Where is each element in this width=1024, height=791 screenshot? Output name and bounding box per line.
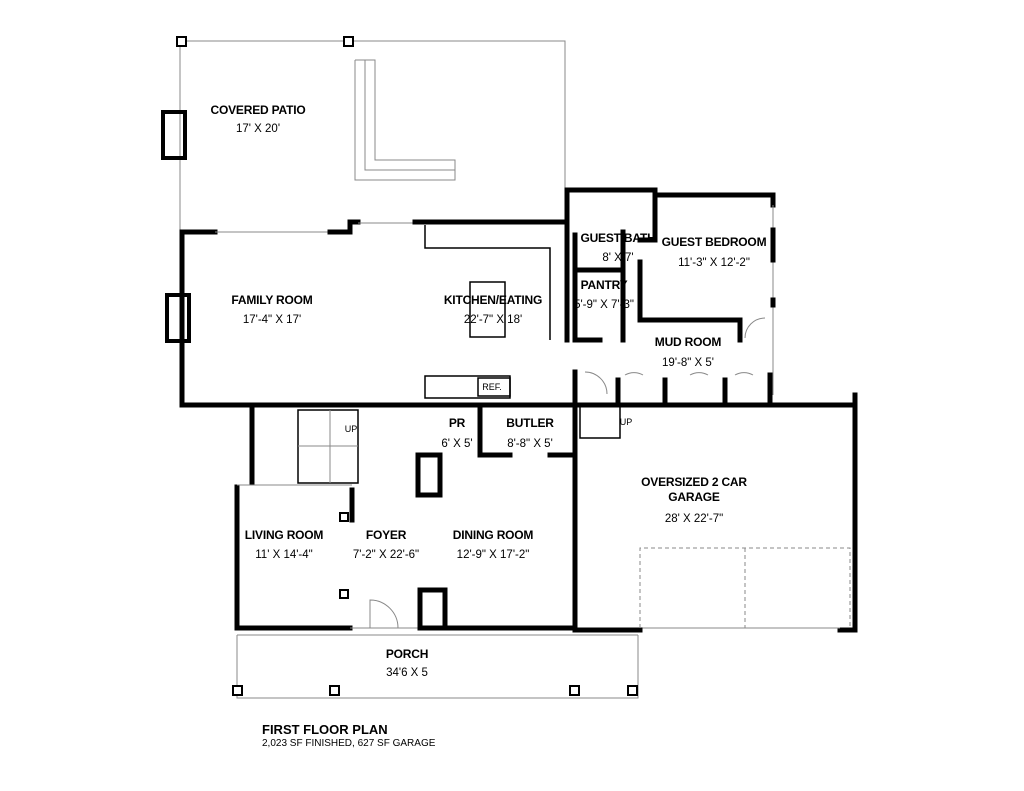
garage-name-line2: GARAGE bbox=[668, 490, 720, 504]
foyer-dim: 7'-2" X 22'-6" bbox=[352, 549, 420, 561]
mud-room-dim: 19'-8" X 5' bbox=[662, 357, 714, 369]
kitchen-name: KITCHEN/EATING bbox=[443, 293, 543, 307]
pr-dim: 6' X 5' bbox=[441, 438, 473, 450]
pantry-dim: 5'-9" X 7'-3" bbox=[574, 299, 634, 311]
fireplace-patio bbox=[161, 110, 187, 160]
porch-dim: 34'6 X 5 bbox=[386, 667, 428, 679]
family-room-name: FAMILY ROOM bbox=[231, 293, 313, 307]
garage-stair-up-label: UP bbox=[619, 417, 633, 427]
mud-room-name: MUD ROOM bbox=[654, 335, 722, 349]
covered-patio-name: COVERED PATIO bbox=[210, 103, 306, 117]
kitchen-dim: 22'-7" X 18' bbox=[463, 314, 523, 326]
covered-patio-outline bbox=[176, 36, 566, 230]
living-room-dim: 11' X 14'-4" bbox=[255, 549, 313, 561]
foyer-name: FOYER bbox=[365, 528, 407, 542]
guest-bedroom-name: GUEST BEDROOM bbox=[661, 235, 767, 249]
porch-outline bbox=[232, 634, 639, 699]
refrigerator-label: REF. bbox=[482, 382, 502, 392]
stair-up-label: UP bbox=[344, 424, 358, 434]
covered-patio-dim: 17' X 20' bbox=[235, 123, 281, 135]
guest-bath-dim: 8' X 7' bbox=[602, 252, 634, 264]
door-swings bbox=[369, 317, 766, 629]
walls bbox=[179, 187, 858, 633]
living-room-name: LIVING ROOM bbox=[244, 528, 324, 542]
kitchen-counters bbox=[424, 225, 551, 399]
porch-name: PORCH bbox=[385, 647, 429, 661]
plan-subtitle: 2,023 SF FINISHED, 627 SF GARAGE bbox=[262, 738, 436, 749]
family-room-dim: 17'-4" X 17' bbox=[242, 314, 302, 326]
pr-name: PR bbox=[448, 416, 466, 430]
pantry-name: PANTRY bbox=[580, 278, 628, 292]
garage-doors bbox=[639, 547, 851, 628]
guest-bedroom-dim: 11'-3" X 12'-2" bbox=[678, 257, 750, 269]
garage-name-line1: OVERSIZED 2 CAR bbox=[641, 475, 747, 489]
butler-name: BUTLER bbox=[506, 416, 554, 430]
garage-dim: 28' X 22'-7" bbox=[664, 513, 724, 525]
butler-dim: 8'-8" X 5' bbox=[507, 438, 553, 450]
garage-stair bbox=[579, 404, 621, 439]
staircase bbox=[297, 409, 359, 484]
dining-room-dim: 12'-9" X 17'-2" bbox=[456, 549, 530, 561]
fireplace-family bbox=[165, 293, 191, 343]
plan-title: FIRST FLOOR PLAN bbox=[262, 722, 388, 737]
dining-room-name: DINING ROOM bbox=[452, 528, 534, 542]
guest-bath-name: GUEST BATH bbox=[580, 231, 656, 245]
